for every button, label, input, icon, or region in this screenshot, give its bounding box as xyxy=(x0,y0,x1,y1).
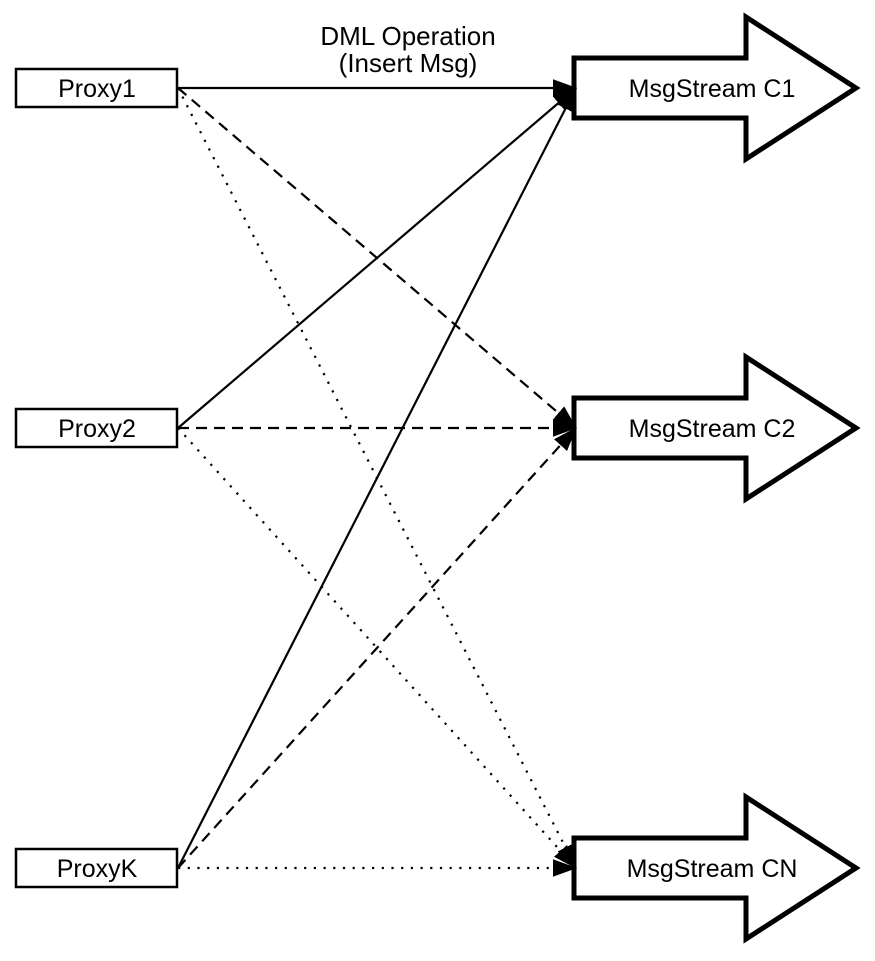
msgstream-cn-arrow xyxy=(571,792,861,944)
msgstream-c2-shape xyxy=(571,352,861,504)
proxy1-label: Proxy1 xyxy=(58,75,136,103)
dml-operation-label-line2: (Insert Msg) xyxy=(339,48,478,78)
proxy1-node: Proxy1 xyxy=(14,67,179,109)
edge-proxyk-to-c2-dashed xyxy=(177,427,577,869)
proxy2-box xyxy=(14,407,179,449)
msgstream-c1-shape xyxy=(571,12,861,164)
edge-proxy1-to-cn-dotted xyxy=(177,87,577,869)
edge-proxy1-to-c2-dashed xyxy=(177,87,577,429)
edge-proxy2-to-cn-dotted xyxy=(177,427,577,869)
msgstream-c2-arrow xyxy=(571,352,861,504)
proxy2-node: Proxy2 xyxy=(14,407,179,449)
proxy2-label: Proxy2 xyxy=(58,415,136,443)
msgstream-cn-shape xyxy=(571,792,861,944)
proxyk-node: ProxyK xyxy=(14,847,179,889)
msgstream-c1-label: MsgStream C1 xyxy=(629,75,796,103)
proxyk-label: ProxyK xyxy=(57,855,138,883)
proxyk-box xyxy=(14,847,179,889)
proxy1-box xyxy=(14,67,179,109)
edge-annotation: DML Operation (Insert Msg) xyxy=(320,21,495,78)
msgstream-c2-label: MsgStream C2 xyxy=(629,415,796,443)
dml-operation-label-line1: DML Operation xyxy=(320,21,495,51)
msgstream-c1-arrow xyxy=(571,12,861,164)
msgstream-cn-label: MsgStream CN xyxy=(627,855,798,883)
